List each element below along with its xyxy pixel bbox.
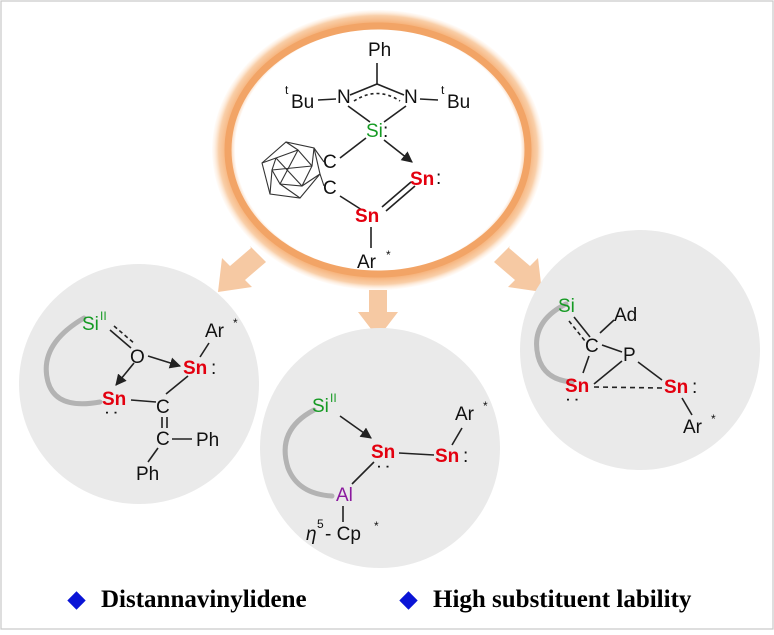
- center-c2: C: [323, 178, 337, 199]
- middle-si: Si: [312, 396, 329, 417]
- svg-text::: :: [562, 397, 583, 402]
- center-n-right: N: [404, 87, 418, 108]
- svg-text::: :: [463, 446, 468, 467]
- left-si: Si: [82, 314, 99, 335]
- middle-cp: - Cp: [325, 524, 361, 545]
- left-ar: Ar: [205, 321, 225, 342]
- arrow-middle: [358, 290, 398, 338]
- panel-right: Si C Ad P Sn : Sn : Ar *: [520, 230, 760, 470]
- svg-text:*: *: [233, 316, 238, 330]
- center-tbu-right: Bu: [447, 92, 470, 113]
- left-o: O: [130, 347, 145, 368]
- arrow-left: [218, 246, 266, 292]
- center-halo-ring: [224, 22, 532, 278]
- panel-left: Si II O Sn : Ar * Sn : C C Ph Ph: [19, 264, 259, 504]
- middle-al: Al: [336, 485, 353, 506]
- svg-text::: :: [211, 358, 216, 379]
- legend-item-1: Distannavinylidene: [67, 583, 307, 617]
- left-c2: C: [156, 429, 170, 450]
- diamond-icon: [399, 590, 418, 610]
- center-sn-top: Sn: [410, 169, 434, 190]
- left-sn-top: Sn: [183, 358, 207, 379]
- panel-middle-bg: [260, 328, 500, 568]
- svg-text:*: *: [374, 519, 379, 533]
- carborane-cage: [261, 141, 325, 199]
- center-n-left: N: [337, 87, 351, 108]
- center-si: Si: [366, 121, 383, 142]
- right-sn-left: Sn: [565, 376, 589, 397]
- svg-text:II: II: [100, 309, 107, 323]
- right-ad: Ad: [614, 305, 637, 326]
- left-ph1: Ph: [196, 430, 219, 451]
- svg-text:t: t: [285, 83, 289, 97]
- left-ph2: Ph: [136, 464, 159, 485]
- svg-text::: :: [383, 121, 388, 142]
- svg-text::: :: [373, 464, 394, 469]
- central-molecule: Ph N N t Bu t Bu Si : Sn : C C Sn Ar *: [212, 10, 544, 290]
- legend-item-2: High substituent lability: [399, 583, 692, 617]
- svg-text::: :: [692, 377, 697, 398]
- right-ar: Ar: [683, 417, 703, 438]
- panel-middle: Si II Sn : Sn : Ar * Al η 5 - Cp *: [260, 328, 500, 568]
- svg-text::: :: [101, 410, 122, 415]
- middle-ar: Ar: [455, 404, 475, 425]
- right-si: Si: [558, 296, 575, 317]
- svg-text:II: II: [330, 391, 337, 405]
- diamond-icon: [67, 590, 86, 610]
- left-sn-left: Sn: [102, 389, 126, 410]
- center-tbu-left: Bu: [291, 92, 314, 113]
- svg-text::: :: [436, 168, 441, 189]
- center-c1: C: [323, 152, 337, 173]
- right-p: P: [623, 345, 636, 366]
- center-ar: Ar: [357, 252, 377, 273]
- right-sn-right: Sn: [664, 377, 688, 398]
- legend-label-2: High substituent lability: [433, 586, 692, 613]
- arrow-right: [494, 246, 542, 292]
- svg-text:*: *: [386, 248, 391, 262]
- svg-text:5: 5: [317, 517, 324, 531]
- legend-label-1: Distannavinylidene: [101, 586, 307, 613]
- middle-eta: η: [306, 524, 317, 545]
- svg-text:*: *: [483, 399, 488, 413]
- panel-right-bg: [520, 230, 760, 470]
- svg-text:t: t: [441, 83, 445, 97]
- left-c1: C: [156, 397, 170, 418]
- svg-text:*: *: [711, 412, 716, 426]
- right-c: C: [585, 336, 599, 357]
- center-halo: [212, 10, 544, 290]
- middle-sn2: Sn: [435, 446, 459, 467]
- middle-sn1: Sn: [371, 442, 395, 463]
- center-sn-bottom: Sn: [355, 206, 379, 227]
- center-ph: Ph: [368, 40, 391, 61]
- reaction-arrows: [218, 246, 542, 338]
- sn-sn-contact: [593, 386, 663, 389]
- si-sn-arrow: [383, 139, 413, 163]
